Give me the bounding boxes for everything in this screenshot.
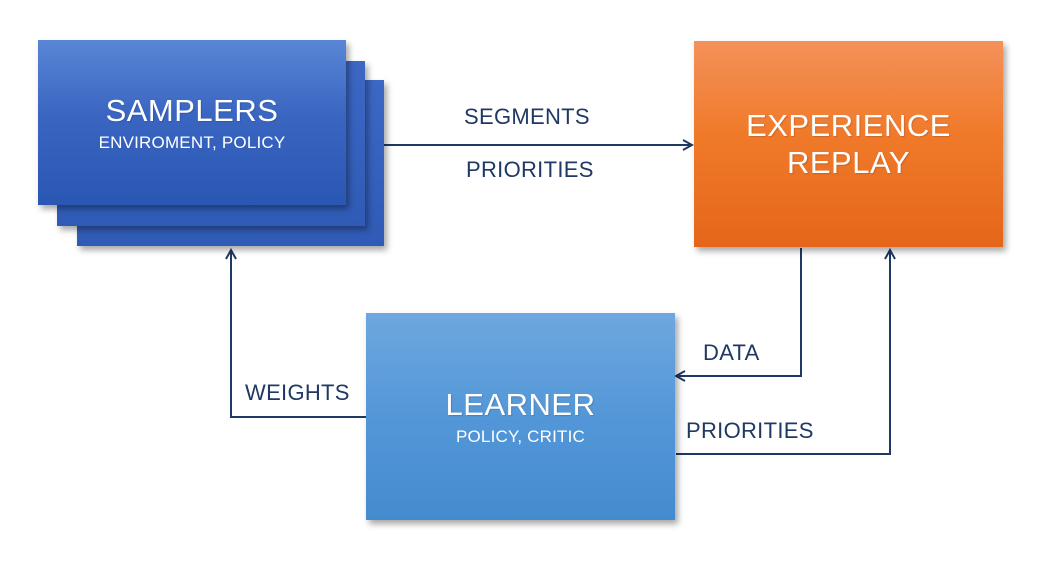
label-priorities-bottom: PRIORITIES xyxy=(686,418,814,443)
samplers-content: SAMPLERS ENVIROMENT, POLICY xyxy=(38,40,346,205)
experience-replay-box: EXPERIENCE REPLAY xyxy=(694,41,1003,247)
arrow-replay-to-learner xyxy=(676,248,802,376)
arrow-learner-to-replay xyxy=(676,250,890,455)
label-weights: WEIGHTS xyxy=(245,380,350,405)
experience-replay-content: EXPERIENCE REPLAY xyxy=(694,41,1003,247)
label-data: DATA xyxy=(703,340,760,365)
label-priorities-top: PRIORITIES xyxy=(466,157,594,182)
experience-replay-title-line2: REPLAY xyxy=(786,145,911,180)
experience-replay-title-line1: EXPERIENCE xyxy=(746,107,951,143)
samplers-box: SAMPLERS ENVIROMENT, POLICY xyxy=(38,40,346,205)
samplers-subtitle: ENVIROMENT, POLICY xyxy=(98,133,286,153)
learner-title: LEARNER xyxy=(445,386,596,422)
learner-content: LEARNER POLICY, CRITIC xyxy=(366,313,675,520)
samplers-title: SAMPLERS xyxy=(105,92,279,128)
arrow-learner-to-samplers xyxy=(231,250,366,418)
learner-subtitle: POLICY, CRITIC xyxy=(455,427,586,447)
label-segments: SEGMENTS xyxy=(464,104,590,129)
learner-box: LEARNER POLICY, CRITIC xyxy=(366,313,675,520)
